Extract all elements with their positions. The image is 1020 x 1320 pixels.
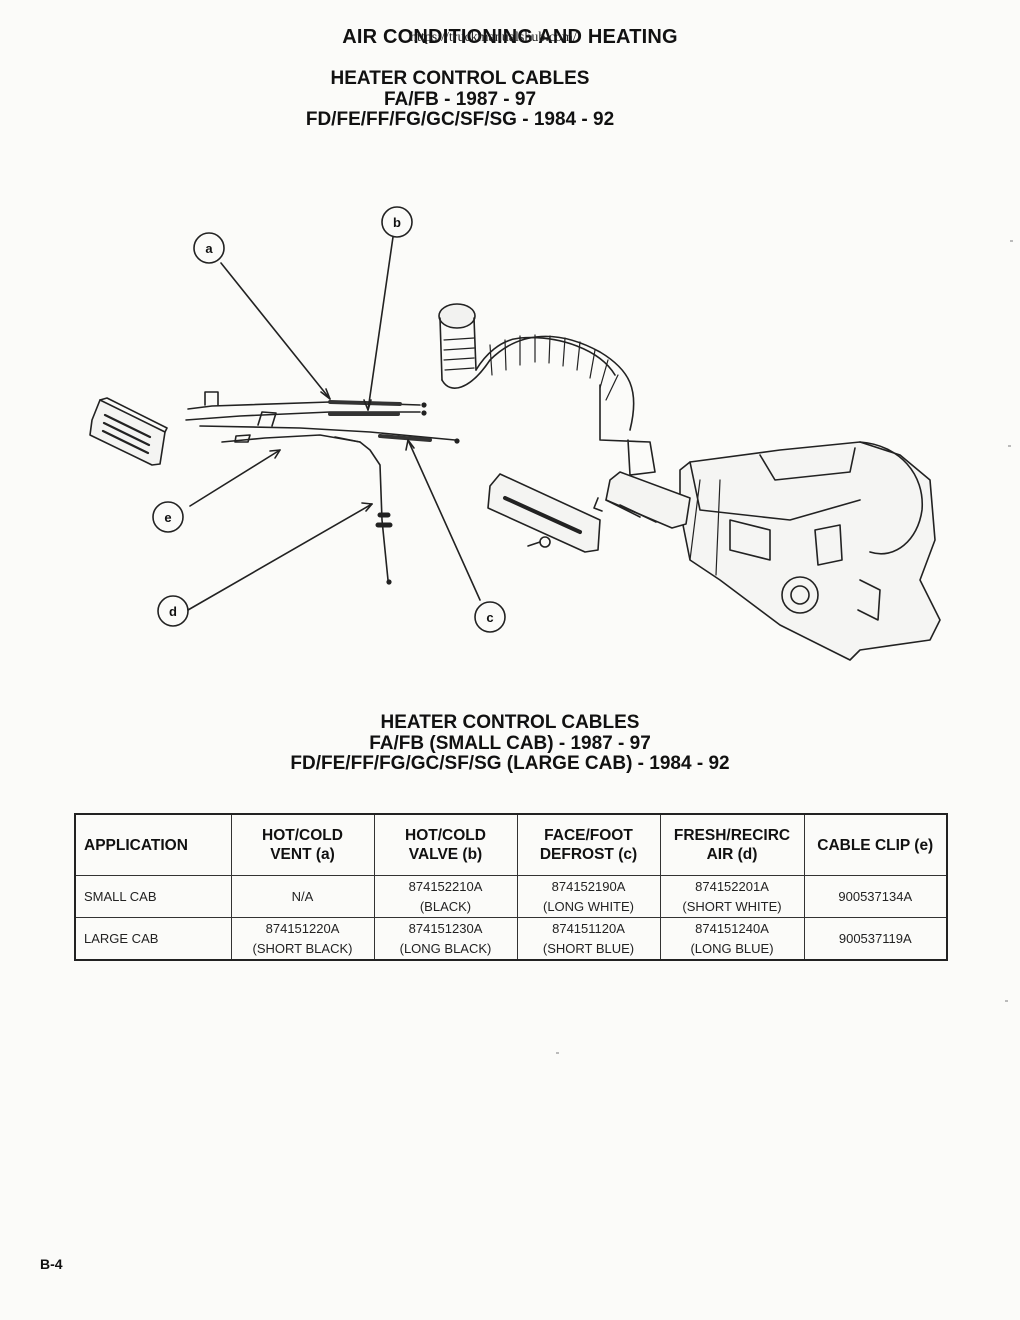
table-cell: 874151240A(LONG BLUE) [659,917,805,961]
callout-a-circle [193,232,225,264]
table-cell: 900537134A [803,875,948,918]
table-heading: HEATER CONTROL CABLES FA/FB (SMALL CAB) … [0,712,1020,775]
table-cell: 874151220A(SHORT BLACK) [230,917,375,961]
table-cell: N/A [230,875,375,918]
diagram-heading-line-1: HEATER CONTROL CABLES [330,68,590,89]
diagram-svg: a b c d e [89,206,941,661]
callout-b-circle [381,206,413,238]
table-cell: 900537119A [803,917,948,961]
table-cell: 874151230A(LONG BLACK) [373,917,518,961]
table-cell: 874152201A(SHORT WHITE) [659,875,805,918]
table-heading-line-2: FA/FB (SMALL CAB) - 1987 - 97 [369,732,651,754]
page-number: B-4 [40,1256,63,1272]
column-header-cable-clip: CABLE CLIP (e) [803,813,948,876]
scan-speck [556,1052,559,1054]
actuator-parts-illustration [487,471,691,553]
callout-d-circle [157,595,189,627]
heater-cable-diagram: a b c d e [0,180,1020,680]
column-header-application: APPLICATION [74,813,232,876]
table-cell: 874152210A(BLACK) [373,875,518,918]
page-title: AIR CONDITIONING AND HEATING [342,26,678,48]
callout-leaders [187,236,481,611]
table-cell: 874152190A(LONG WHITE) [516,875,661,918]
table-row: LARGE CAB 874151220A(SHORT BLACK) 874151… [74,917,948,961]
scan-speck [1010,240,1013,242]
callout-b-label: b [393,215,401,230]
scan-speck [1008,445,1011,447]
table-cell: SMALL CAB [74,875,232,918]
table-heading-line-1: HEATER CONTROL CABLES [380,712,640,733]
callout-c-label: c [486,610,493,625]
diagram-heading-line-2: FA/FB - 1987 - 97 [383,88,537,110]
table-row: SMALL CAB N/A 874152210A(BLACK) 87415219… [74,875,948,918]
control-panel-illustration [89,397,168,466]
table-heading-line-3: FD/FE/FF/FG/GC/SF/SG (LARGE CAB) - 1984 … [290,753,730,774]
table-cell: 874151120A(SHORT BLUE) [516,917,661,961]
cable-assembly-illustration [185,391,460,585]
callout-a-label: a [205,241,213,256]
callout-e-label: e [164,510,171,525]
callout-d-label: d [169,604,177,619]
scan-speck [1005,1000,1008,1002]
url-watermark: https://truckmanualshub.com/ [410,30,577,45]
heater-box-illustration [679,441,941,661]
callout-e-circle [152,501,184,533]
diagram-heading-line-3: FD/FE/FF/FG/GC/SF/SG - 1984 - 92 [305,109,615,130]
diagram-heading: HEATER CONTROL CABLES FA/FB - 1987 - 97 … [0,68,970,131]
duct-hose-illustration [438,303,656,476]
table-cell: LARGE CAB [74,917,232,961]
callout-c-circle [474,601,506,633]
